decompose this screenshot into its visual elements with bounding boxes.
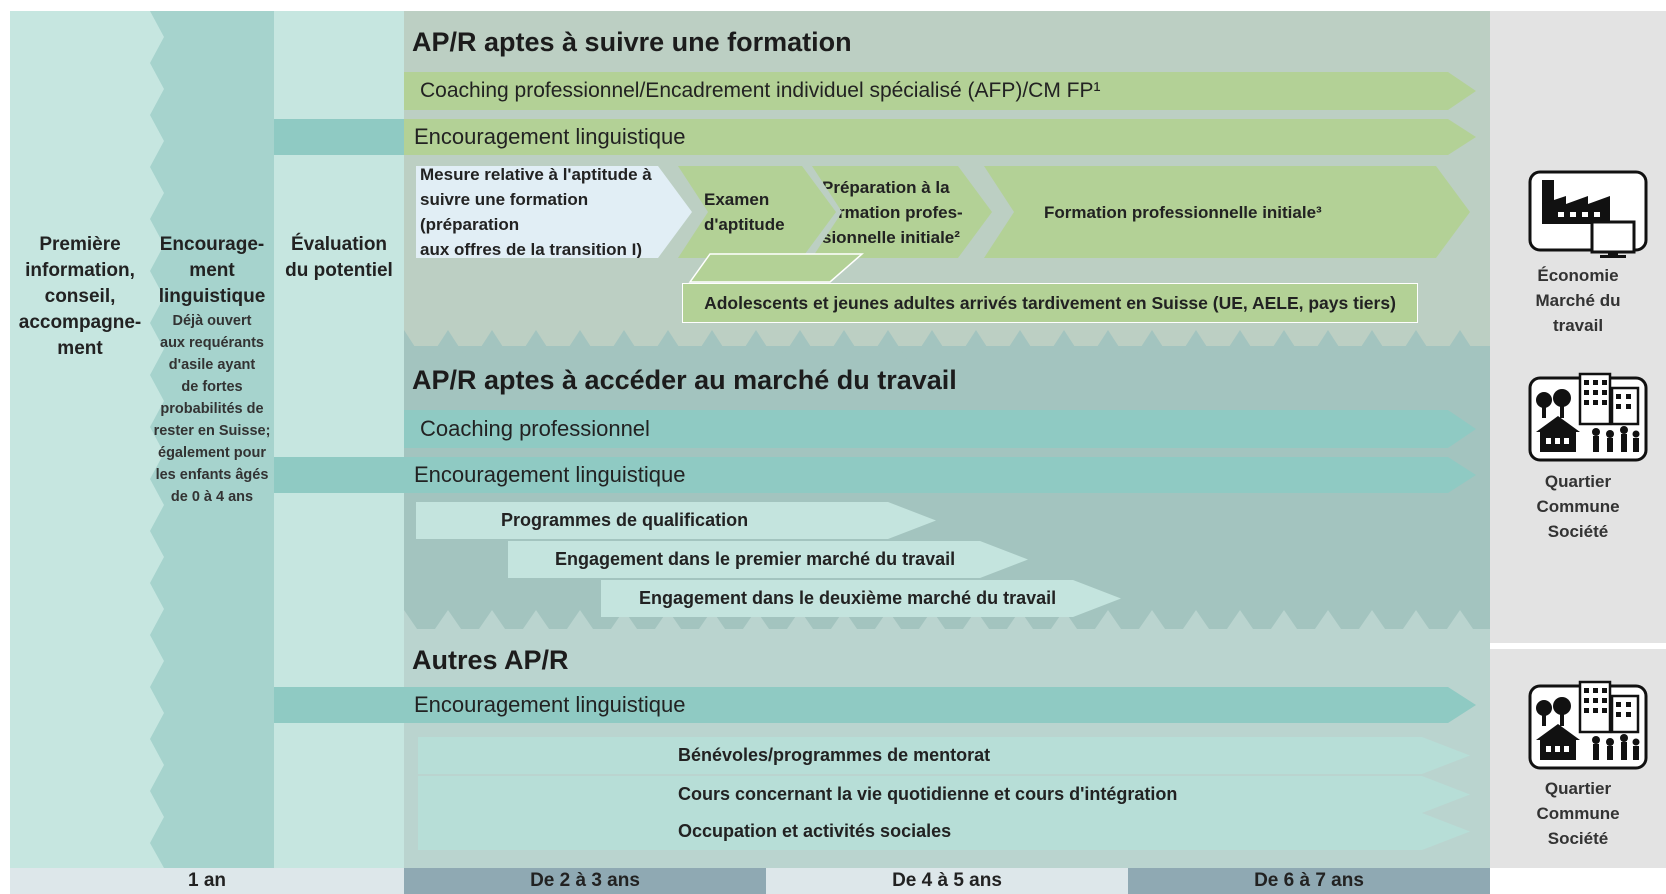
volunteering-label: Bénévoles/programmes de mentorat	[678, 745, 991, 765]
language-bar-other-label: Encouragement linguistique	[414, 692, 686, 717]
language-column-title: Encourage- ment linguistique	[158, 234, 266, 307]
social-activities-arrow: Occupation et activités sociales	[418, 813, 1470, 850]
timeline-year-1: 1 an	[10, 868, 404, 894]
section-training-title: AP/R aptes à suivre une formation	[412, 27, 852, 57]
second-labour-market-arrow: Engagement dans le deuxième marché du tr…	[601, 580, 1121, 617]
timeline-years-4-5-label: De 4 à 5 ans	[892, 870, 1002, 891]
language-bar-training: Encouragement linguistique	[404, 119, 1476, 155]
section-other-title: Autres AP/R	[412, 645, 569, 675]
first-information-column	[10, 11, 150, 868]
first-information-label: Première information, conseil, accompagn…	[18, 234, 142, 359]
language-bar-other: Encouragement linguistique	[404, 687, 1476, 723]
late-arrivals-label: Adolescents et jeunes adultes arrivés ta…	[704, 292, 1396, 313]
language-column-zigzag	[150, 11, 164, 868]
language-bar-lead-2	[274, 457, 404, 493]
timeline-years-6-7-label: De 6 à 7 ans	[1254, 870, 1364, 891]
second-labour-market-label: Engagement dans le deuxième marché du tr…	[639, 588, 1057, 608]
right-panel-separator	[1490, 643, 1666, 649]
integration-courses-label: Cours concernant la vie quotidienne et c…	[678, 784, 1178, 804]
late-arrivals-connector	[688, 253, 864, 283]
potential-label: Évaluation du potentiel	[285, 234, 393, 281]
timeline-year-1-label: 1 an	[187, 870, 227, 891]
first-labour-market-arrow: Engagement dans le premier marché du tra…	[508, 541, 1028, 578]
coaching-bar-training-label: Coaching professionnel/Encadrement indiv…	[420, 79, 1101, 102]
qualification-programs-arrow: Programmes de qualification	[416, 502, 936, 539]
coaching-bar-training: Coaching professionnel/Encadrement indiv…	[404, 72, 1476, 110]
timeline-years-4-5: De 4 à 5 ans	[766, 868, 1128, 894]
timeline-years-2-3: De 2 à 3 ans	[404, 868, 766, 894]
volunteering-arrow: Bénévoles/programmes de mentorat	[418, 737, 1470, 774]
late-arrivals-box: Adolescents et jeunes adultes arrivés ta…	[682, 283, 1418, 323]
neighbourhood-label-1: Quartier Commune Société	[1536, 472, 1620, 541]
section-labour-market-title: AP/R aptes à accéder au marché du travai…	[412, 365, 957, 395]
coaching-bar-labour-label: Coaching professionnel	[420, 416, 650, 441]
factory-computer-icon	[1528, 170, 1648, 258]
step-initial-training-label: Formation professionnelle initiale³	[1044, 202, 1322, 222]
language-bar-training-label: Encouragement linguistique	[414, 124, 686, 149]
neighbourhood-icon	[1528, 372, 1648, 462]
language-bar-lead-3	[274, 687, 404, 723]
integration-courses-arrow: Cours concernant la vie quotidienne et c…	[418, 776, 1470, 813]
language-column	[150, 11, 274, 868]
step-aptitude-exam-label: Examen d'aptitude	[704, 190, 785, 234]
step-initial-training: Formation professionnelle initiale³	[984, 166, 1470, 258]
step-aptitude-measure-label: Mesure relative à l'aptitude à suivre un…	[420, 165, 652, 259]
first-labour-market-label: Engagement dans le premier marché du tra…	[555, 549, 956, 569]
step-preparation: Préparation à la formation profes- sionn…	[812, 166, 992, 258]
language-bar-labour-label: Encouragement linguistique	[414, 462, 686, 487]
language-bar-lead-1	[274, 119, 404, 155]
coaching-bar-labour: Coaching professionnel	[404, 410, 1476, 448]
step-preparation-label: Préparation à la formation profes- sionn…	[822, 177, 963, 247]
zigzag-divider-2	[404, 610, 1490, 644]
timeline-years-2-3-label: De 2 à 3 ans	[530, 870, 640, 891]
language-bar-labour: Encouragement linguistique	[404, 457, 1476, 493]
economy-label: Économie Marché du travail	[1535, 266, 1621, 335]
neighbourhood-icon-2	[1528, 680, 1648, 770]
timeline-years-6-7: De 6 à 7 ans	[1128, 868, 1490, 894]
qualification-programs-label: Programmes de qualification	[501, 510, 749, 530]
language-column-note: Déjà ouvert aux requérants d'asile ayant…	[153, 313, 271, 505]
neighbourhood-label-2: Quartier Commune Société	[1536, 779, 1620, 848]
social-activities-label: Occupation et activités sociales	[678, 821, 952, 841]
step-aptitude-measure: Mesure relative à l'aptitude à suivre un…	[416, 166, 692, 258]
zigzag-divider-1	[404, 330, 1490, 366]
